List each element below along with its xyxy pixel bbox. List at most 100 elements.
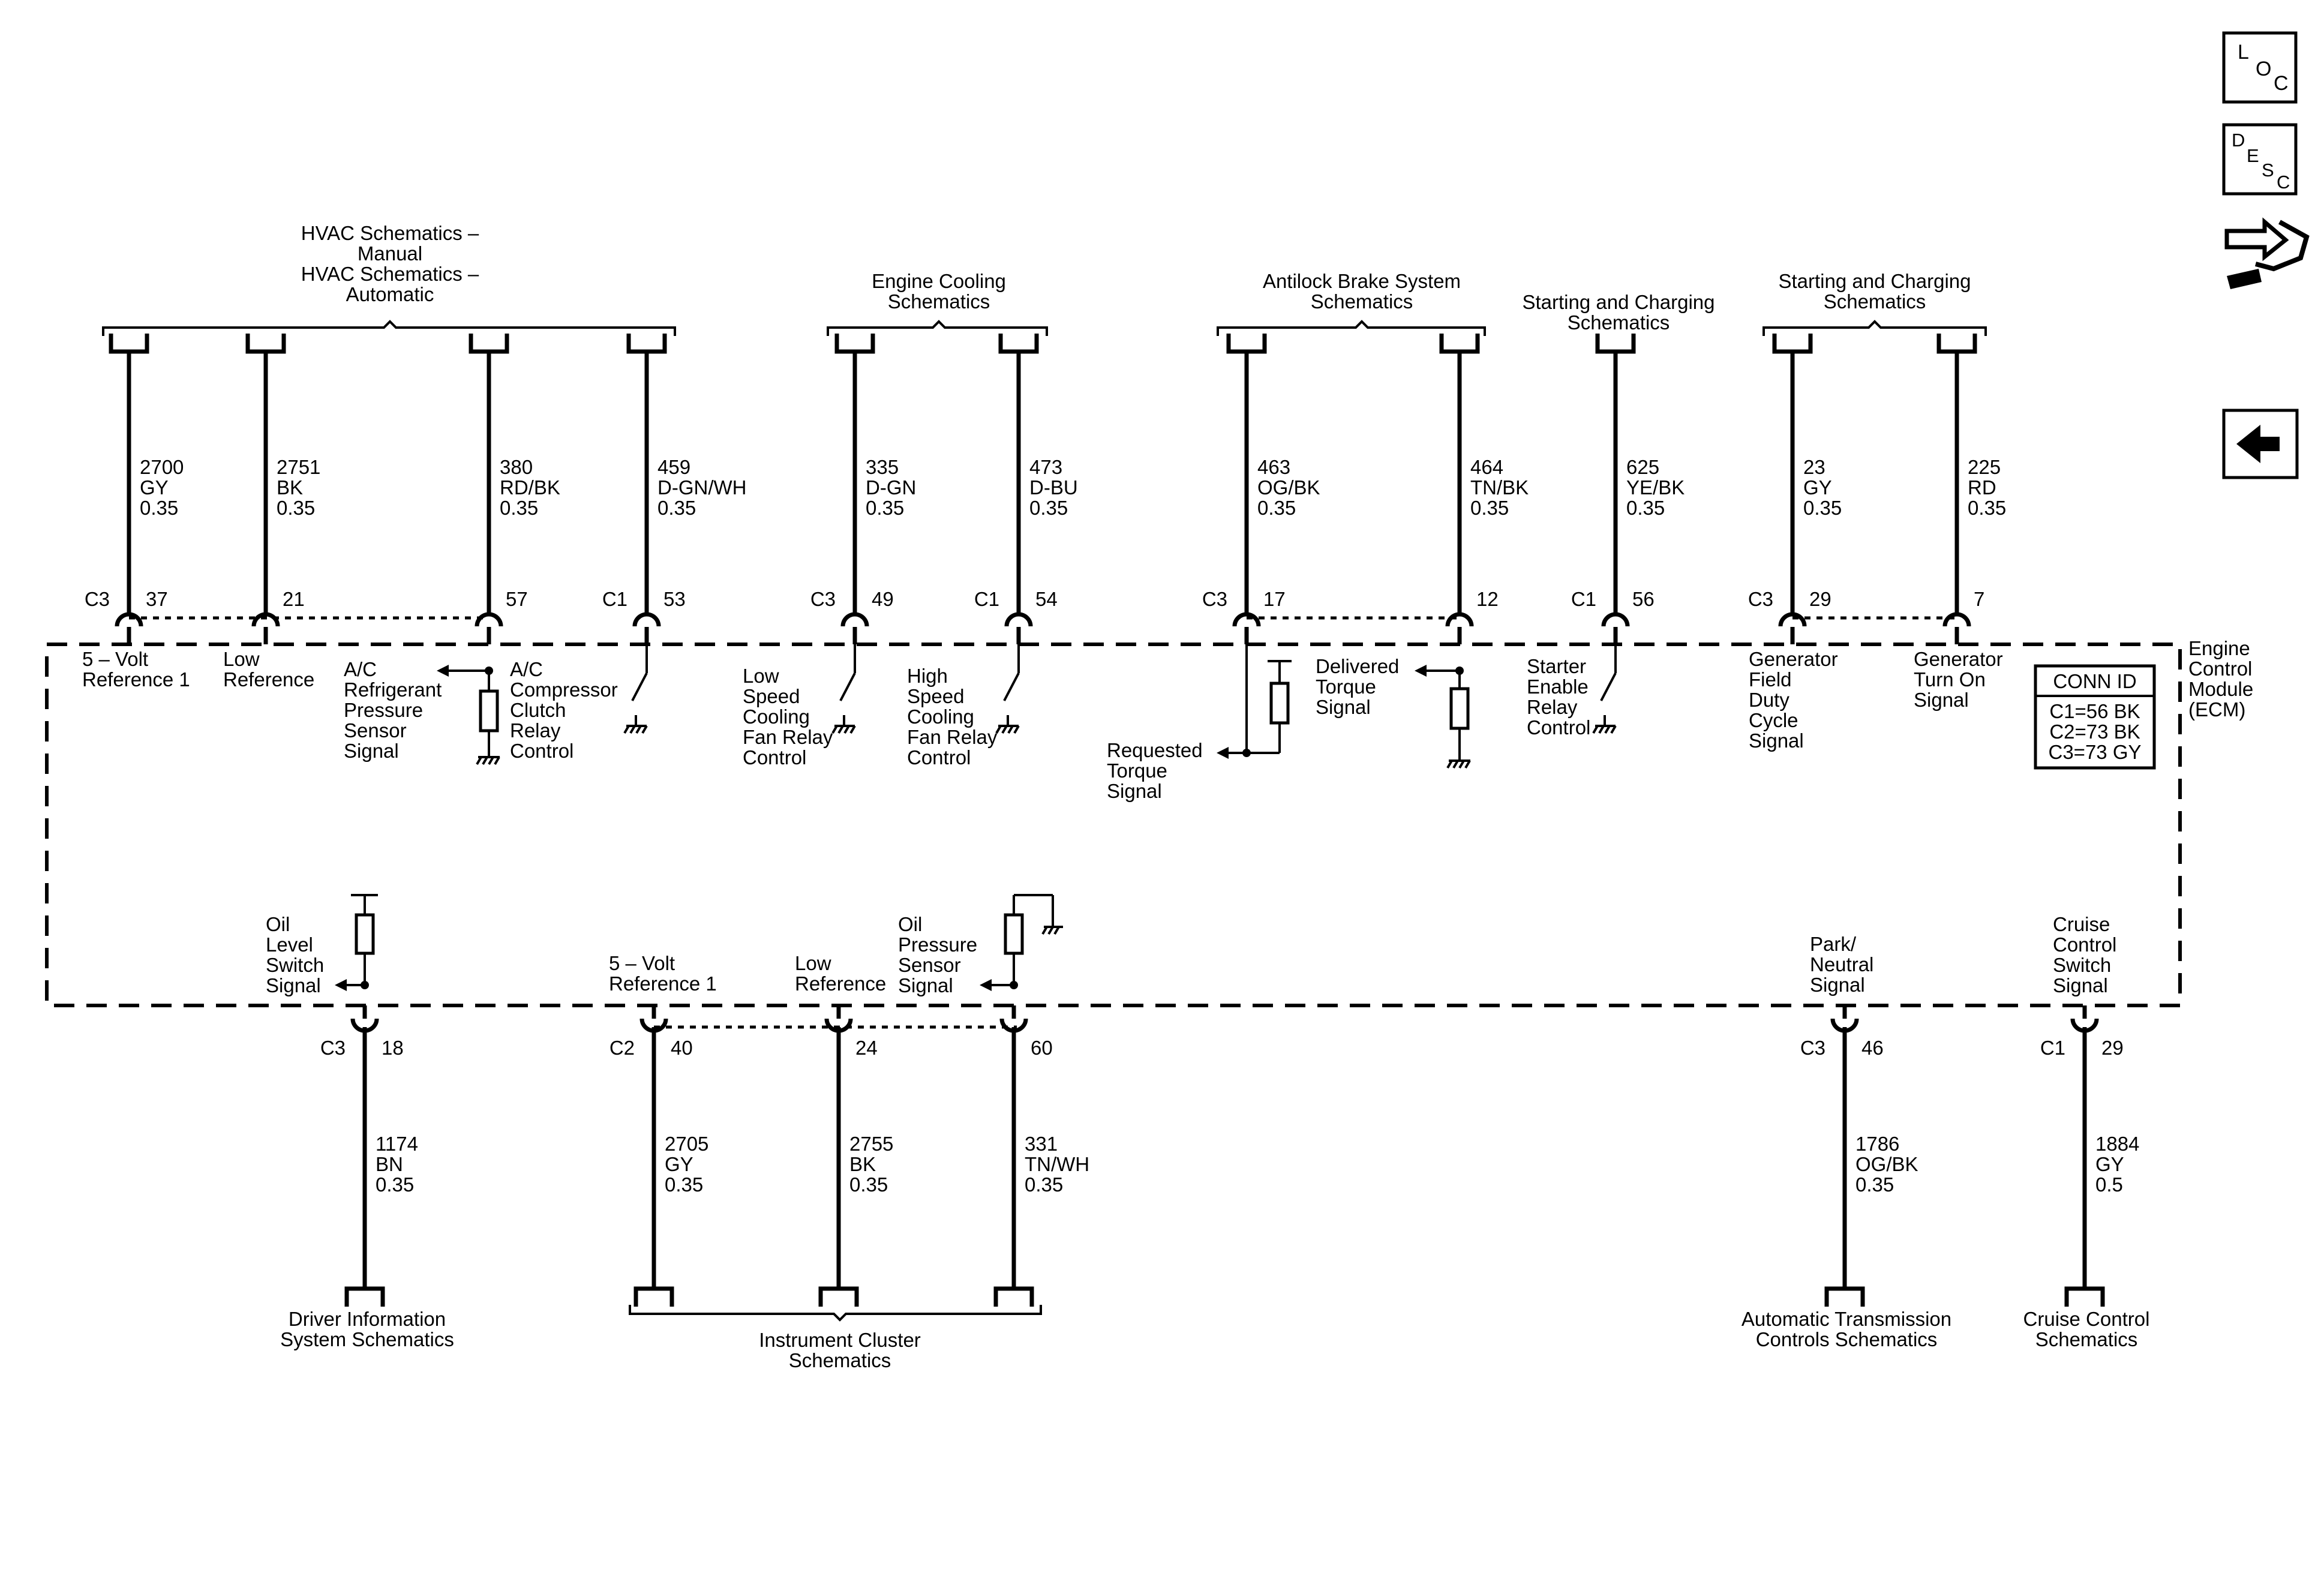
- group-header: Schematics: [1311, 290, 1413, 313]
- ecm-module-border: [45, 643, 2182, 1007]
- harness-connector: [245, 334, 286, 354]
- function-label: Torque: [1316, 676, 1376, 698]
- function-label: Refrigerant: [344, 679, 442, 701]
- wire-circuit-number: 380: [500, 456, 533, 478]
- wire-circuit-number: 225: [1968, 456, 2001, 478]
- function-label: Control: [510, 740, 574, 762]
- connector-end-view-icon[interactable]: [2224, 217, 2310, 289]
- inline-connector: [1004, 612, 1033, 627]
- harness-connector: [998, 334, 1039, 354]
- loc-letter: O: [2256, 58, 2271, 80]
- wire-size: 0.35: [849, 1173, 888, 1196]
- function-label: Oil: [266, 913, 290, 935]
- harness-connector: [469, 334, 509, 354]
- wire-size: 0.35: [657, 497, 696, 519]
- wire-size: 0.35: [277, 497, 315, 519]
- harness-connector: [1824, 1286, 1865, 1307]
- connector-id: C3: [85, 588, 110, 610]
- module-name-line: (ECM): [2188, 698, 2245, 721]
- connector-id: C1: [974, 588, 999, 610]
- wire-size: 0.35: [665, 1173, 703, 1196]
- wire-circuit-number: 459: [657, 456, 690, 478]
- pin-number: 18: [382, 1037, 404, 1059]
- pin-number: 12: [1476, 588, 1499, 610]
- desc-button[interactable]: D E S C: [2222, 123, 2298, 196]
- wire-size: 0.35: [1029, 497, 1068, 519]
- group-header: Engine Cooling: [872, 270, 1006, 292]
- function-label: Signal: [1316, 696, 1371, 718]
- function-label: Signal: [344, 740, 399, 762]
- function-label: Cruise: [2053, 913, 2110, 935]
- pin-number: 21: [283, 588, 305, 610]
- function-label: Oil: [898, 913, 922, 935]
- wire-circuit-number: 1884: [2095, 1133, 2139, 1155]
- group-footer: Instrument Cluster: [759, 1329, 921, 1351]
- connector-id: C3: [320, 1037, 346, 1059]
- function-label: Level: [266, 933, 313, 956]
- harness-connector: [1595, 334, 1636, 354]
- pin-number: 7: [1974, 588, 1984, 610]
- wire-color: GY: [1803, 476, 1832, 499]
- function-label: Low: [223, 648, 260, 670]
- desc-letter: S: [2262, 160, 2274, 181]
- switch-to-ground: [1592, 644, 1617, 734]
- pin-number: 54: [1035, 588, 1058, 610]
- harness-connector: [1439, 334, 1480, 354]
- wire-size: 0.35: [1803, 497, 1842, 519]
- wire-circuit-number: 23: [1803, 456, 1825, 478]
- function-label: Switch: [266, 954, 324, 976]
- inline-connector: [840, 612, 869, 627]
- connector-id: C3: [1202, 588, 1227, 610]
- loc-button[interactable]: L O C: [2222, 31, 2298, 104]
- conn-id-box: CONN ID C1=56 BK C2=73 BK C3=73 GY: [2034, 664, 2156, 770]
- wire-color: OG/BK: [1257, 476, 1320, 499]
- wire-size: 0.35: [1855, 1173, 1894, 1196]
- wire-color: GY: [2095, 1153, 2124, 1175]
- function-label: Generator: [1749, 648, 1838, 670]
- function-label: Enable: [1527, 676, 1589, 698]
- group-footer: Schematics: [789, 1349, 891, 1371]
- function-label: Signal: [266, 974, 321, 996]
- function-label: Reference: [795, 972, 886, 995]
- function-label: Starter: [1527, 655, 1586, 677]
- function-label: Park/: [1810, 933, 1857, 955]
- wire-color: TN/WH: [1025, 1153, 1089, 1175]
- wire-color: TN/BK: [1470, 476, 1529, 499]
- function-label: Low: [743, 665, 779, 687]
- function-label: Relay: [510, 719, 561, 742]
- harness-connector: [834, 334, 875, 354]
- function-label: Switch: [2053, 954, 2111, 976]
- function-label: Delivered: [1316, 655, 1399, 677]
- pin-number: 40: [671, 1037, 693, 1059]
- back-button[interactable]: [2222, 409, 2299, 479]
- wire-size: 0.5: [2095, 1173, 2123, 1196]
- function-label: Field: [1749, 668, 1792, 691]
- conn-id-row-c2: C2=73 BK: [2049, 721, 2140, 743]
- group-header: Starting and Charging: [1522, 291, 1715, 313]
- connector-id: C3: [810, 588, 836, 610]
- inline-connector: [475, 612, 503, 627]
- internal-circuits: [335, 637, 1617, 991]
- wire-color: RD: [1968, 476, 1996, 499]
- switch-to-ground: [995, 644, 1020, 734]
- wire-circuit-number: 335: [866, 456, 899, 478]
- connector-id: C1: [2040, 1037, 2065, 1059]
- pin-number: 56: [1632, 588, 1655, 610]
- harness-connector: [626, 334, 667, 354]
- back-arrow-icon: [2236, 425, 2280, 463]
- module-name: Engine Control Module (ECM): [2188, 637, 2253, 721]
- conn-id-title: CONN ID: [2053, 670, 2136, 692]
- group-header: Antilock Brake System: [1263, 270, 1461, 292]
- wire-color: D-GN: [866, 476, 916, 499]
- pin-number: 49: [872, 588, 894, 610]
- function-label: Requested: [1107, 739, 1203, 761]
